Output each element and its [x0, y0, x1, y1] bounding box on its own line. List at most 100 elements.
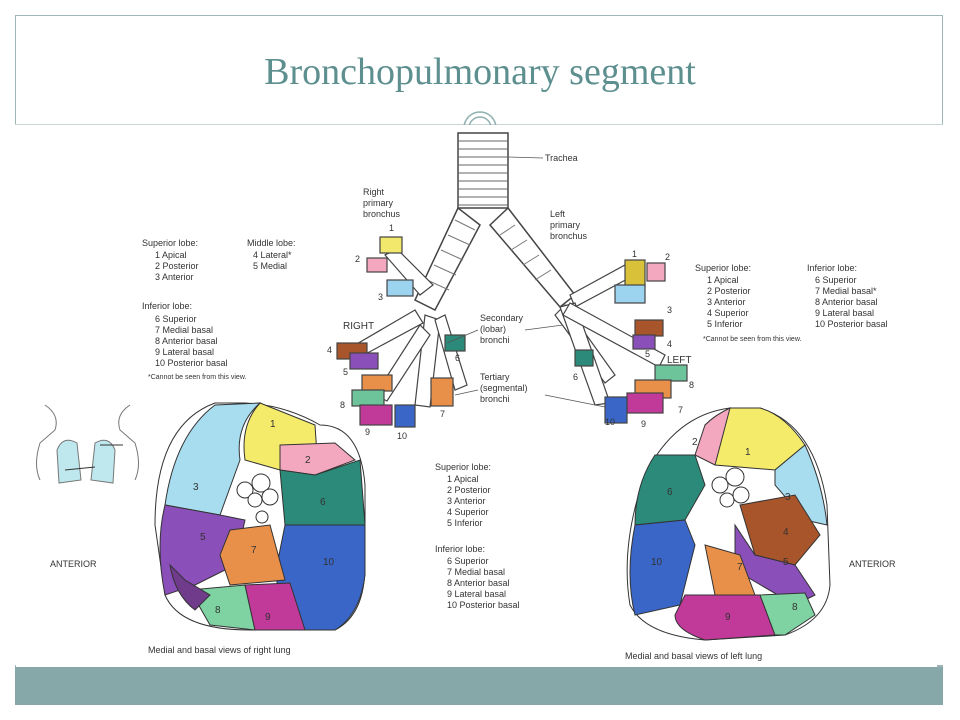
- bronchial-tree-diagram: Trachea Right primary bronchus Left prim…: [36, 132, 896, 661]
- right-legend-inferior-title: Inferior lobe:: [142, 301, 192, 311]
- left-primary-label-3: bronchus: [550, 231, 588, 241]
- right-lung-illustration: 1 2 3 5 6 7 8 9 10: [154, 402, 366, 631]
- center-legend-item: 1 Apical: [447, 474, 479, 484]
- left-legend-inferior-title: Inferior lobe:: [807, 263, 857, 273]
- circle-ornament-icon: [463, 111, 497, 128]
- footer-bar: [15, 667, 943, 705]
- rt-num-2: 2: [355, 254, 360, 264]
- rt-num-8: 8: [340, 400, 345, 410]
- tertiary-label-3: bronchi: [480, 394, 510, 404]
- left-legend-item: 10 Posterior basal: [815, 319, 888, 329]
- right-legend-item: 7 Medial basal: [155, 325, 213, 335]
- slide-title: Bronchopulmonary segment: [264, 51, 696, 93]
- left-side-label: LEFT: [667, 355, 691, 366]
- rt-num-9: 9: [365, 427, 370, 437]
- rt-num-3: 3: [378, 292, 383, 302]
- lt-num-8: 8: [689, 380, 694, 390]
- left-segmental-bronchi: [554, 259, 688, 424]
- center-legend-item: 9 Lateral basal: [447, 589, 506, 599]
- tertiary-label-1: Tertiary: [480, 372, 510, 382]
- tree-labels: Trachea Right primary bronchus Left prim…: [327, 153, 694, 441]
- left-legend-item: 6 Superior: [815, 275, 857, 285]
- left-primary-label-1: Left: [550, 209, 566, 219]
- center-legend-item: 6 Superior: [447, 556, 489, 566]
- lt-num-7: 7: [678, 405, 683, 415]
- rl-num-9: 9: [265, 612, 271, 623]
- center-legend-inferior-title: Inferior lobe:: [435, 544, 485, 554]
- ll-num-1: 1: [745, 447, 751, 458]
- lt-num-10: 10: [605, 417, 615, 427]
- ll-num-6: 6: [667, 487, 673, 498]
- right-legend: Superior lobe: 1 Apical 2 Posterior 3 An…: [142, 238, 296, 381]
- right-legend-item: 4 Lateral*: [253, 250, 292, 260]
- secondary-label-3: bronchi: [480, 335, 510, 345]
- left-legend-item: 8 Anterior basal: [815, 297, 878, 307]
- center-legend-item: 5 Inferior: [447, 518, 483, 528]
- left-lung-caption: Medial and basal views of left lung: [625, 651, 762, 661]
- rt-num-10: 10: [397, 431, 407, 441]
- rl-num-10: 10: [323, 557, 335, 568]
- left-lung-illustration: 1 2 3 4 5 6 7 8 9 10: [626, 407, 831, 641]
- lt-num-2: 2: [665, 252, 670, 262]
- title-divider: [15, 124, 943, 125]
- left-legend-item: 4 Superior: [707, 308, 749, 318]
- right-legend-note: *Cannot be seen from this view.: [148, 374, 246, 381]
- trachea-label: Trachea: [545, 153, 578, 163]
- left-legend: Superior lobe: 1 Apical 2 Posterior 3 An…: [695, 263, 888, 343]
- tertiary-label-2: (segmental): [480, 383, 528, 393]
- center-legend-item: 4 Superior: [447, 507, 489, 517]
- rl-num-8: 8: [215, 605, 221, 616]
- right-legend-item: 3 Anterior: [155, 272, 194, 282]
- left-legend-item: 1 Apical: [707, 275, 739, 285]
- rl-num-6: 6: [320, 497, 326, 508]
- rl-num-2: 2: [305, 455, 311, 466]
- right-legend-item: 9 Lateral basal: [155, 347, 214, 357]
- center-legend-item: 7 Medial basal: [447, 567, 505, 577]
- rt-num-6: 6: [455, 353, 460, 363]
- rl-num-5: 5: [200, 532, 206, 543]
- right-legend-item: 2 Posterior: [155, 261, 199, 271]
- rt-num-7: 7: [440, 409, 445, 419]
- left-legend-item: 2 Posterior: [707, 286, 751, 296]
- secondary-label-2: (lobar): [480, 324, 506, 334]
- right-legend-item: 6 Superior: [155, 314, 197, 324]
- right-legend-item: 5 Medial: [253, 261, 287, 271]
- left-anterior-label: ANTERIOR: [849, 559, 896, 569]
- ll-num-9: 9: [725, 612, 731, 623]
- torso-thumbnail-icon: [36, 404, 139, 484]
- trachea: [457, 132, 509, 209]
- ll-num-3: 3: [785, 492, 791, 503]
- ll-num-7: 7: [737, 562, 743, 573]
- rt-num-5: 5: [343, 367, 348, 377]
- bronchopulmonary-figure: Trachea Right primary bronchus Left prim…: [15, 125, 943, 665]
- rl-num-7: 7: [251, 545, 257, 556]
- right-primary-label-3: bronchus: [363, 209, 401, 219]
- rt-num-1: 1: [389, 223, 394, 233]
- left-legend-superior-title: Superior lobe:: [695, 263, 751, 273]
- left-legend-item: 9 Lateral basal: [815, 308, 874, 318]
- left-legend-item: 5 Inferior: [707, 319, 743, 329]
- right-primary-label-2: primary: [363, 198, 394, 208]
- right-primary-label-1: Right: [363, 187, 385, 197]
- right-legend-item: 10 Posterior basal: [155, 358, 228, 368]
- ll-num-10: 10: [651, 557, 663, 568]
- center-legend-item: 8 Anterior basal: [447, 578, 510, 588]
- center-legend-superior-title: Superior lobe:: [435, 462, 491, 472]
- right-side-label: RIGHT: [343, 321, 374, 332]
- secondary-label-1: Secondary: [480, 313, 524, 323]
- ll-num-4: 4: [783, 527, 789, 538]
- rt-num-4: 4: [327, 345, 332, 355]
- center-legend-item: 3 Anterior: [447, 496, 486, 506]
- lt-num-3: 3: [667, 305, 672, 315]
- right-legend-superior-title: Superior lobe:: [142, 238, 198, 248]
- lt-num-1: 1: [632, 249, 637, 259]
- rl-num-3: 3: [193, 482, 199, 493]
- ll-num-2: 2: [692, 437, 698, 448]
- center-legend: Superior lobe: 1 Apical 2 Posterior 3 An…: [435, 462, 520, 610]
- left-legend-note: *Cannot be seen from this view.: [703, 336, 801, 343]
- right-segmental-bronchi: [336, 236, 468, 428]
- rl-num-1: 1: [270, 419, 276, 430]
- lt-num-5: 5: [645, 349, 650, 359]
- lt-num-6: 6: [573, 372, 578, 382]
- right-lung-caption: Medial and basal views of right lung: [148, 645, 291, 655]
